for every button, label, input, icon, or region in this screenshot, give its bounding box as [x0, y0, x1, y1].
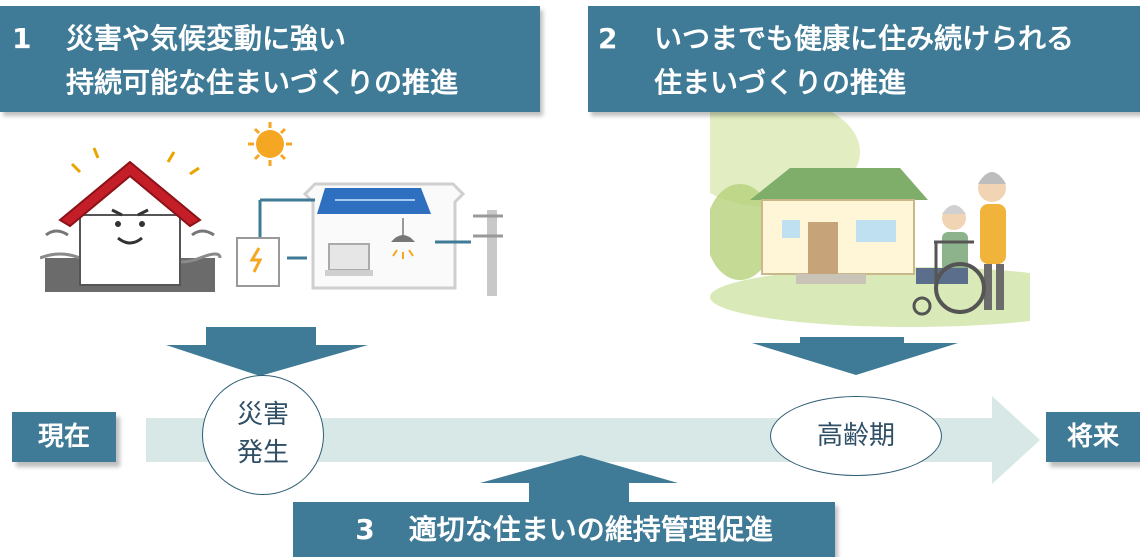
section3-title: 適切な住まいの維持管理促進: [408, 513, 773, 546]
elderly-home-illustration: [710, 112, 1030, 337]
section2-title-line1: いつまでも健康に住み続けられる: [654, 22, 1075, 55]
timeline-start-label: 現在: [12, 412, 116, 462]
disaster-bubble: 災害 発生: [202, 375, 324, 495]
timeline-end-label: 将来: [1046, 412, 1140, 462]
disaster-bubble-line1: 災害: [236, 400, 289, 430]
solar-home-illustration: [236, 122, 503, 296]
section2-title-line2: 住まいづくりの推進: [654, 66, 907, 99]
section1-title-line2: 持続可能な住まいづくりの推進: [66, 66, 459, 99]
resilient-house-illustration: [40, 147, 222, 292]
aging-bubble: 高齢期: [770, 396, 942, 476]
section1-title-line1: 災害や気候変動に強い: [66, 22, 347, 55]
up-arrow-bottom: [480, 455, 678, 502]
section1-banner: 1 災害や気候変動に強い 持続可能な住まいづくりの推進: [0, 6, 540, 112]
section3-number: 3: [355, 513, 375, 546]
section2-number: 2: [598, 22, 618, 55]
sun-icon: [256, 130, 284, 158]
section1-number: 1: [12, 22, 32, 55]
down-arrow-left: [166, 327, 368, 376]
section3-banner: 3 適切な住まいの維持管理促進: [293, 502, 835, 557]
disaster-bubble-line2: 発生: [236, 438, 289, 468]
down-arrow-right: [752, 326, 958, 375]
wheelchair-icon: [934, 262, 986, 314]
section2-banner: 2 いつまでも健康に住み続けられる 住まいづくりの推進: [588, 6, 1140, 112]
